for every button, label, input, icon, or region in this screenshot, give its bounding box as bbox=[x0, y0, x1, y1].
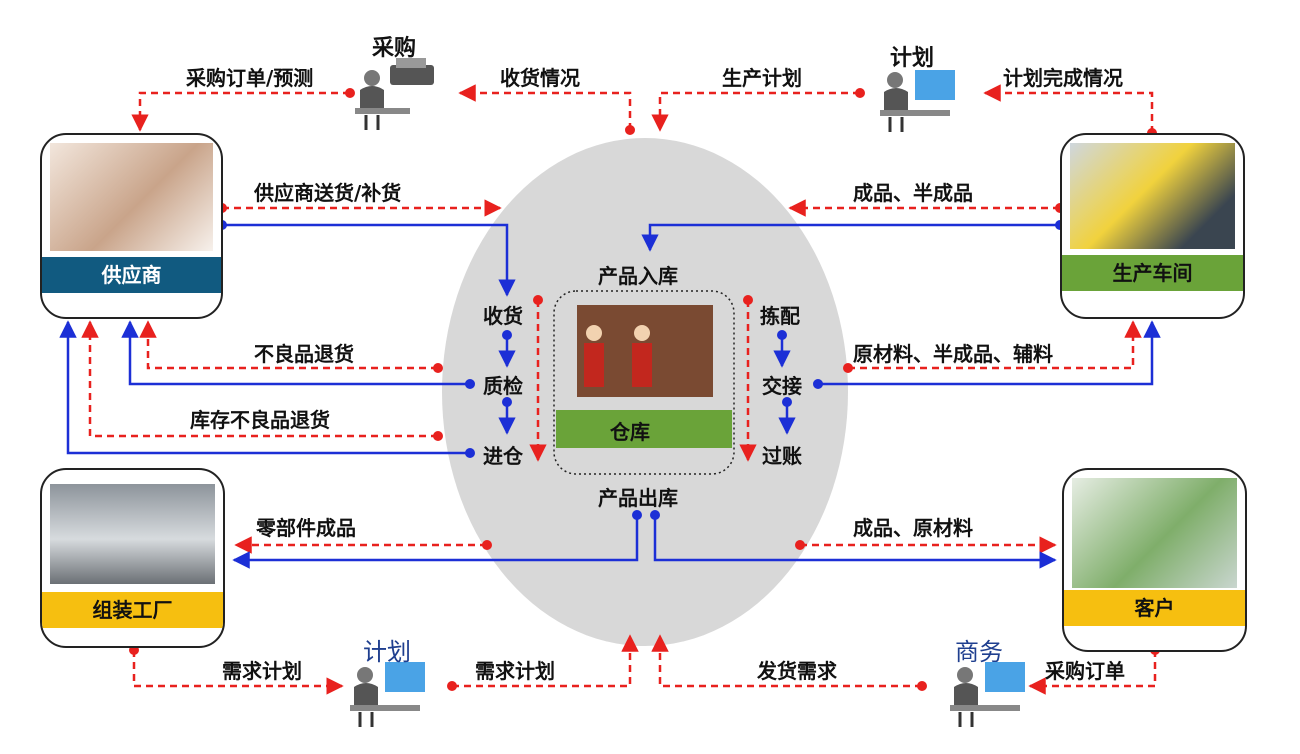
blue-flows bbox=[59, 223, 1161, 569]
flow-demand-plan-left bbox=[132, 650, 344, 695]
label-po-forecast: 采购订单/预测 bbox=[186, 66, 314, 90]
flow-receipt-status bbox=[458, 84, 632, 130]
workshop-photo bbox=[1070, 143, 1235, 249]
label-receipt-status: 收货情况 bbox=[500, 66, 580, 90]
label-materials: 原材料、半成品、辅料 bbox=[853, 342, 1053, 366]
business-worker-icon bbox=[950, 662, 1025, 727]
customer-photo bbox=[1072, 478, 1237, 588]
warehouse-bar bbox=[556, 410, 732, 448]
supplier-photo bbox=[50, 143, 213, 251]
customer-node: 客户 bbox=[1062, 468, 1247, 652]
supplier-label: 供应商 bbox=[42, 257, 221, 293]
plan-worker-top-icon bbox=[880, 70, 955, 132]
role-plan-top: 计划 bbox=[890, 46, 935, 71]
step-store: 进仓 bbox=[483, 444, 523, 468]
step-inbound: 产品入库 bbox=[598, 264, 678, 288]
workshop-label: 生产车间 bbox=[1062, 255, 1243, 291]
step-outbound: 产品出库 bbox=[598, 486, 678, 510]
flow-po-forecast bbox=[131, 91, 350, 132]
label-ship-demand: 发货需求 bbox=[757, 659, 837, 683]
step-post: 过账 bbox=[762, 444, 802, 468]
role-purchase: 采购 bbox=[372, 36, 417, 61]
flow-production-plan bbox=[651, 91, 860, 132]
label-supplier-delivery: 供应商送货/补货 bbox=[254, 181, 402, 205]
plan-worker-bottom-icon bbox=[350, 662, 425, 727]
role-business: 商务 bbox=[955, 638, 1003, 666]
role-plan-bottom: 计划 bbox=[363, 638, 411, 666]
step-receive: 收货 bbox=[483, 304, 523, 328]
assembly-label: 组装工厂 bbox=[42, 592, 223, 628]
flow-purchase-order bbox=[1028, 650, 1157, 695]
label-plan-completion: 计划完成情况 bbox=[1003, 66, 1123, 90]
supplier-node: 供应商 bbox=[40, 133, 223, 319]
label-finished-semi: 成品、半成品 bbox=[853, 181, 973, 205]
customer-label: 客户 bbox=[1064, 590, 1245, 626]
flow-materials bbox=[848, 320, 1142, 370]
label-finished-raw: 成品、原材料 bbox=[853, 516, 973, 540]
label-demand-plan-right: 需求计划 bbox=[475, 659, 555, 683]
warehouse-label: 仓库 bbox=[610, 420, 650, 444]
flow-workshop-to-inbound bbox=[641, 223, 1060, 252]
flow-ship-demand bbox=[651, 634, 922, 688]
label-demand-plan-left: 需求计划 bbox=[222, 659, 302, 683]
step-pick: 拣配 bbox=[760, 304, 800, 328]
step-handover: 交接 bbox=[762, 374, 802, 398]
blue-dots bbox=[217, 220, 1065, 520]
flow-plan-completion bbox=[983, 84, 1154, 133]
flow-defect-return bbox=[139, 320, 438, 370]
warehouse-inner-box bbox=[553, 290, 735, 475]
label-production-plan: 生产计划 bbox=[722, 66, 802, 90]
assembly-photo bbox=[50, 484, 215, 584]
assembly-node: 组装工厂 bbox=[40, 468, 225, 648]
flow-stock-defect-return bbox=[81, 320, 438, 438]
label-purchase-order: 采购订单 bbox=[1045, 659, 1125, 683]
workshop-node: 生产车间 bbox=[1060, 133, 1245, 319]
flow-supplier-to-receive bbox=[222, 223, 516, 297]
label-parts-finished: 零部件成品 bbox=[256, 516, 356, 540]
step-inspect: 质检 bbox=[483, 374, 523, 398]
red-flows bbox=[81, 84, 1157, 695]
label-stock-defect-return: 库存不良品退货 bbox=[190, 408, 330, 432]
label-defect-return: 不良品退货 bbox=[254, 342, 354, 366]
purchase-worker-icon bbox=[355, 58, 434, 130]
